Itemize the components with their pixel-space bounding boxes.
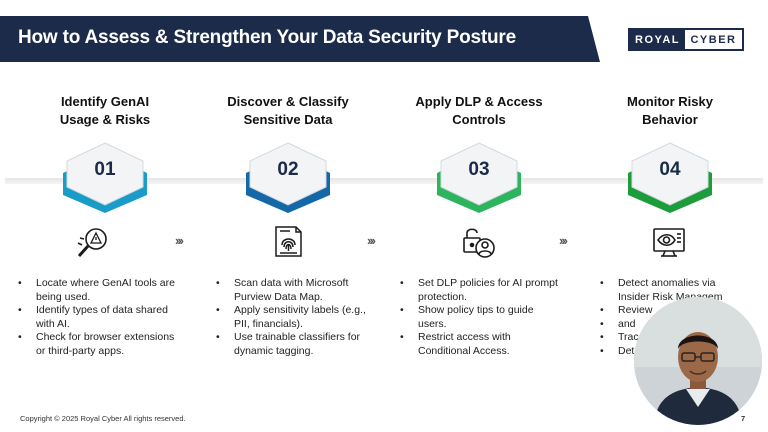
step-1-title-line2: Usage & Risks bbox=[59, 112, 151, 127]
page-number: 7 bbox=[741, 414, 746, 423]
copyright-footer: Copyright © 2025 Royal Cyber All rights … bbox=[20, 414, 186, 423]
step-1-number: 01 bbox=[94, 159, 116, 180]
list-item: Show policy tips to guide users. bbox=[400, 304, 560, 331]
step-4-title-line2: Behavior bbox=[642, 112, 698, 127]
list-item: Trac bbox=[600, 331, 740, 345]
step-3-title: Apply DLP & Access Controls bbox=[394, 93, 564, 129]
step-3-to-4-arrows: ››› bbox=[559, 233, 568, 248]
list-item: Identify types of data shared with AI. bbox=[18, 304, 183, 331]
step-1-to-2-arrows: ››› bbox=[175, 233, 184, 248]
list-item: Restrict access with Conditional Access. bbox=[400, 331, 560, 358]
step-2-to-3-arrows: ››› bbox=[367, 233, 376, 248]
presenter-webcam[interactable] bbox=[634, 297, 762, 425]
page-title: How to Assess & Strengthen Your Data Sec… bbox=[18, 27, 516, 48]
royal-cyber-logo: ROYAL CYBER bbox=[628, 28, 744, 51]
eye-monitor-icon bbox=[651, 224, 687, 260]
list-item: Apply sensitivity labels (e.g., PII, fin… bbox=[216, 304, 376, 331]
step-2-number: 02 bbox=[277, 159, 299, 180]
step-4-number: 04 bbox=[659, 159, 681, 180]
step-3-bullets: Set DLP policies for AI prompt protectio… bbox=[400, 277, 560, 358]
step-3-number: 03 bbox=[468, 159, 490, 180]
step-2-title: Discover & Classify Sensitive Data bbox=[203, 93, 373, 129]
logo-cyber: CYBER bbox=[690, 33, 737, 46]
list-item: Det bbox=[600, 345, 740, 359]
step-1-title: Identify GenAI Usage & Risks bbox=[20, 93, 190, 129]
timeline-band bbox=[5, 178, 763, 184]
step-2-bullets: Scan data with Microsoft Purview Data Ma… bbox=[216, 277, 376, 358]
step-2-hexagon: 02 bbox=[242, 139, 334, 213]
fingerprint-document-icon bbox=[270, 223, 306, 259]
step-1-bullets: Locate where GenAI tools are being used.… bbox=[18, 277, 183, 358]
step-4-title-line1: Monitor Risky bbox=[627, 94, 713, 109]
list-item: Set DLP policies for AI prompt protectio… bbox=[400, 277, 560, 304]
step-1-title-line1: Identify GenAI bbox=[60, 94, 150, 109]
step-3-title-line1: Apply DLP & Access bbox=[415, 94, 543, 109]
title-banner bbox=[0, 16, 600, 62]
step-3-title-line2: Controls bbox=[452, 112, 506, 127]
step-4-bullets: Detect anomalies via Insider Risk Manage… bbox=[600, 277, 740, 358]
list-item: Check for browser extensions or third-pa… bbox=[18, 331, 183, 358]
list-item: Detect anomalies via Insider Risk Manage… bbox=[600, 277, 740, 304]
step-3-hexagon: 03 bbox=[433, 139, 525, 213]
lock-user-icon bbox=[460, 224, 496, 260]
step-1-hexagon: 01 bbox=[59, 139, 151, 213]
step-4-title: Monitor Risky Behavior bbox=[585, 93, 755, 129]
list-item: Scan data with Microsoft Purview Data Ma… bbox=[216, 277, 376, 304]
step-2-title-line1: Discover & Classify bbox=[227, 94, 349, 109]
step-2-title-line2: Sensitive Data bbox=[243, 112, 333, 127]
magnifier-warning-icon bbox=[74, 225, 110, 261]
list-item: Locate where GenAI tools are being used. bbox=[18, 277, 183, 304]
list-item: Review bbox=[600, 304, 740, 318]
step-4-hexagon: 04 bbox=[624, 139, 716, 213]
logo-royal: ROYAL bbox=[630, 30, 685, 49]
list-item: Use trainable classifiers for dynamic ta… bbox=[216, 331, 376, 358]
list-item: and bbox=[600, 318, 740, 332]
